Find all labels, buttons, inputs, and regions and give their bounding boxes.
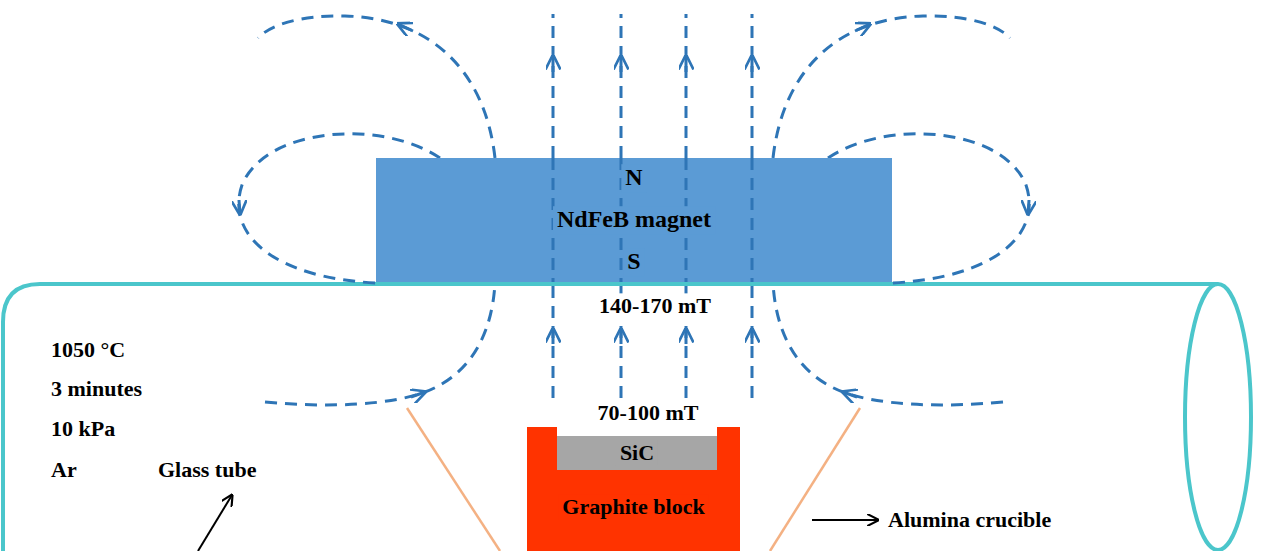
- field-strength: 70-100 mT: [595, 400, 702, 425]
- magnet-block: N NdFeB magnetS: [376, 158, 892, 282]
- field-strength: 140-170 mT: [596, 293, 714, 318]
- node-text: NdFeB magnet: [553, 206, 715, 234]
- process-condition: 10 kPa: [48, 416, 118, 441]
- sic-sample: SiC: [557, 436, 717, 470]
- node-text: SiC: [616, 440, 658, 465]
- node-text: N: [621, 164, 646, 192]
- process-condition: Ar: [48, 457, 80, 482]
- field-arrowheads: [239, 24, 1029, 397]
- part-label: Alumina crucible: [885, 507, 1054, 532]
- process-condition: 3 minutes: [48, 376, 145, 401]
- glass-tube: [3, 284, 1251, 551]
- node-text: Graphite block: [558, 494, 708, 519]
- alumina-crucible: [407, 408, 860, 551]
- magnetic-field-lines: [239, 14, 1030, 405]
- graphite-block: Graphite block SiC: [527, 427, 740, 551]
- node-text: S: [623, 248, 644, 276]
- process-condition: 1050 °C: [48, 337, 128, 362]
- part-label: Glass tube: [155, 457, 259, 482]
